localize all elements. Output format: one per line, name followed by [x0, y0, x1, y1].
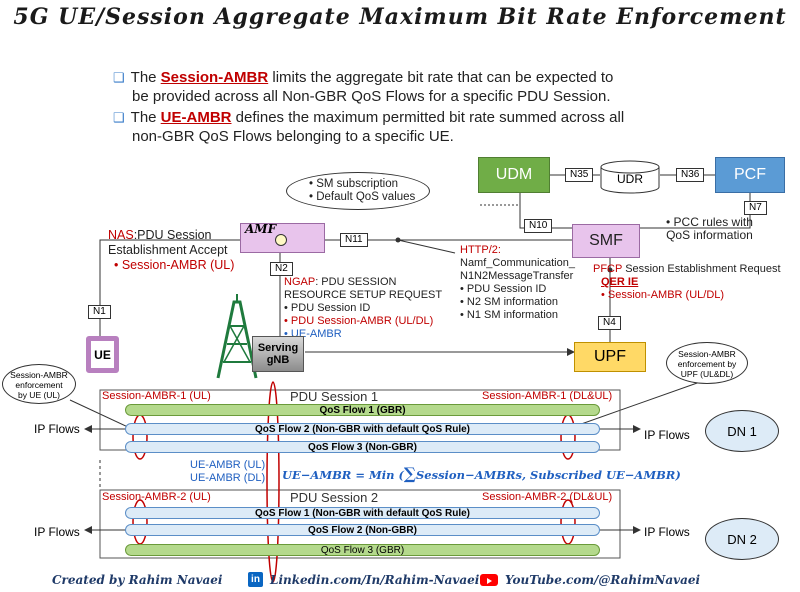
ue-node[interactable]: UE — [86, 336, 119, 373]
n10-label: N10 — [524, 219, 553, 233]
session-ambr-1-ul: Session-AMBR-1 (UL) — [102, 390, 211, 402]
n7-label: N7 — [744, 201, 767, 215]
n35-label: N35 — [565, 168, 594, 182]
bullet-ue-ambr: ❑The UE-AMBR defines the maximum permitt… — [113, 109, 625, 145]
ue-ambr-labels: UE-AMBR (UL)UE-AMBR (DL) — [190, 459, 266, 484]
square-bullet-icon: ❑ — [113, 70, 125, 85]
pfcp-message: PFCP Session Establishment Request QER I… — [593, 263, 781, 301]
subscription-bubble: • SM subscription• Default QoS values — [286, 172, 430, 210]
ip-flows-label-right-2: IP Flows — [644, 525, 690, 539]
session-ambr-2-dlul: Session-AMBR-2 (DL&UL) — [482, 491, 613, 503]
amf-node[interactable]: AMF — [240, 222, 325, 253]
term-ue-ambr: UE-AMBR — [160, 109, 232, 126]
youtube-icon — [480, 574, 498, 586]
bullet-session-ambr: ❑The Session-AMBR limits the aggregate b… — [113, 69, 614, 105]
amf-port-icon — [275, 234, 287, 246]
session-ambr-2-ul: Session-AMBR-2 (UL) — [102, 491, 211, 503]
ngap-message: NGAP: PDU SESSION RESOURCE SETUP REQUEST… — [284, 276, 443, 340]
pcf-node[interactable]: PCF — [715, 157, 785, 193]
linkedin-icon: in — [248, 572, 263, 587]
n11-label: N11 — [340, 233, 368, 247]
upf-node[interactable]: UPF — [574, 342, 646, 372]
square-bullet-icon: ❑ — [113, 110, 125, 125]
ip-flows-label-left-1: IP Flows — [34, 422, 80, 436]
nas-message: NAS:PDU Session Establishment Accept • S… — [108, 228, 235, 272]
s2-qos-flow-1: QoS Flow 1 (Non-GBR with default QoS Rul… — [125, 507, 600, 519]
footer-created-by: Created by Rahim Navaei — [52, 573, 223, 587]
s1-qos-flow-3: QoS Flow 3 (Non-GBR) — [125, 441, 600, 453]
n36-label: N36 — [676, 168, 705, 182]
page-title: 5G UE/Session Aggregate Maximum Bit Rate… — [13, 4, 787, 30]
s2-qos-flow-3: QoS Flow 3 (GBR) — [125, 544, 600, 556]
session-ambr-1-dlul: Session-AMBR-1 (DL&UL) — [482, 390, 613, 402]
s1-qos-flow-2: QoS Flow 2 (Non-GBR with default QoS Rul… — [125, 423, 600, 435]
dn2-node[interactable]: DN 2 — [705, 518, 779, 560]
footer-linkedin-link[interactable]: Linkedin.com/In/Rahim-Navaei — [270, 573, 480, 587]
smf-node[interactable]: SMF — [572, 224, 640, 258]
n2-label: N2 — [270, 262, 293, 276]
s2-qos-flow-2: QoS Flow 2 (Non-GBR) — [125, 524, 600, 536]
pdu-session-1-title: PDU Session 1 — [290, 389, 379, 404]
pdu-session-2-title: PDU Session 2 — [290, 490, 379, 505]
ip-flows-label-right-1: IP Flows — [644, 428, 690, 442]
s1-qos-flow-1: QoS Flow 1 (GBR) — [125, 404, 600, 416]
http-message: HTTP/2: Namf_Communication_ N1N2MessageT… — [460, 244, 575, 321]
term-session-ambr: Session-AMBR — [160, 69, 269, 86]
antenna-tower-icon — [216, 294, 258, 379]
ue-ambr-formula: UE−AMBR = Min (∑Session−AMBRs, Subscribe… — [282, 464, 681, 483]
footer-youtube-link[interactable]: YouTube.com/@RahimNavaei — [505, 573, 701, 587]
udr-database-icon — [600, 160, 660, 194]
n4-label: N4 — [598, 316, 621, 330]
udr-label: UDR — [617, 172, 643, 186]
udm-node[interactable]: UDM — [478, 157, 550, 193]
ip-flows-label-left-2: IP Flows — [34, 525, 80, 539]
dn1-node[interactable]: DN 1 — [705, 410, 779, 452]
n1-label: N1 — [88, 305, 111, 319]
